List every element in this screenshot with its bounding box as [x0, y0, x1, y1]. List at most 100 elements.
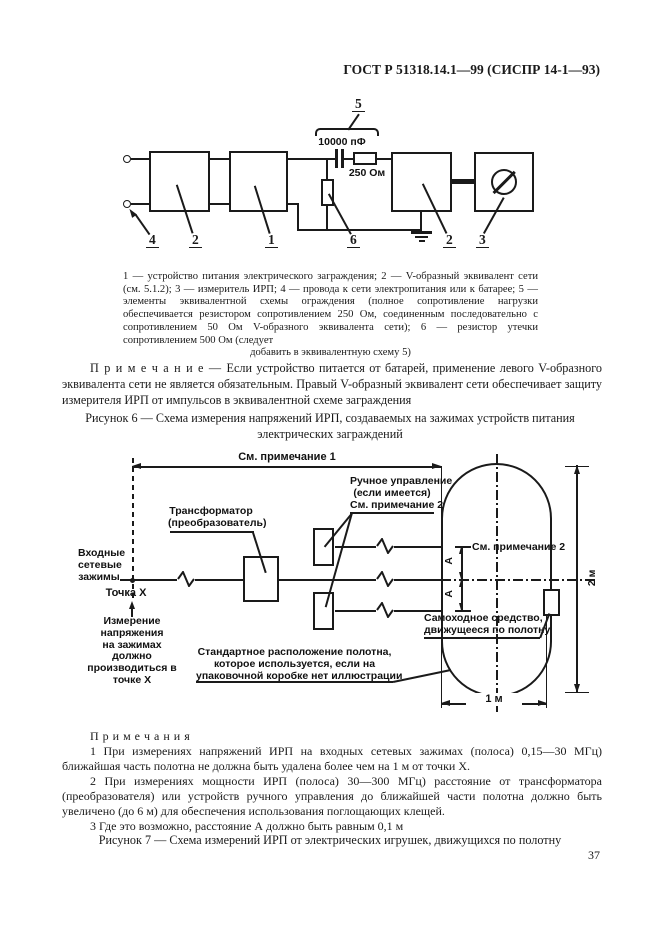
page-number: 37	[588, 848, 600, 862]
leader-line	[135, 214, 151, 235]
capacitor-value-label: 10000 пФ	[318, 136, 366, 148]
arrowhead-icon	[432, 462, 441, 469]
point-x-dot	[129, 577, 135, 583]
dim-2m-label: 2 м	[586, 569, 599, 587]
wire	[131, 203, 149, 205]
callout-1: 1	[265, 232, 278, 249]
wire	[377, 158, 391, 160]
legend-text: 1 — устройство питания электрического за…	[123, 271, 538, 346]
wire	[131, 158, 149, 160]
wire-break-icon	[376, 536, 394, 556]
vehicle-box	[543, 589, 560, 616]
measurement-point-label: Измерение напряжения на зажимах должно п…	[87, 615, 177, 686]
wire	[210, 203, 229, 205]
capacitor-icon	[335, 149, 338, 168]
see-note-2-label: См. примечание 2	[472, 541, 566, 553]
arrowhead-icon	[132, 462, 141, 469]
figure7-caption: Рисунок 7 — Схема измерений ИРП от элект…	[98, 833, 562, 847]
mains-wire	[120, 579, 441, 581]
note-item: 1 При измерениях напряжений ИРП на входн…	[62, 744, 602, 773]
dim-1m-label: 1 м	[466, 693, 522, 706]
wire	[288, 203, 298, 205]
arrowhead-icon	[126, 207, 137, 218]
wire-break-icon	[177, 569, 195, 589]
input-terminals-label: Входные сетевые зажимы	[78, 547, 126, 583]
note-item: 2 При измерениях мощности ИРП (полоса) 3…	[62, 774, 602, 818]
transformer-box	[243, 556, 279, 602]
callout-4: 4	[146, 232, 159, 249]
vehicle-label: Самоходное средство, движущееся по полот…	[424, 612, 551, 636]
callout-6: 6	[347, 232, 360, 249]
callout-2-left: 2	[189, 232, 202, 249]
wire	[288, 158, 335, 160]
centerline-vertical	[496, 454, 498, 712]
arrowhead-icon	[538, 699, 547, 706]
manual-control-label: Ручное управление (если имеется) См. при…	[350, 475, 453, 511]
resistor-icon	[353, 152, 377, 165]
terminal-icon	[123, 155, 131, 163]
arrowhead-icon	[573, 684, 580, 693]
label-underline	[170, 531, 254, 533]
wire-break-icon	[376, 569, 394, 589]
fence-power-unit-box	[229, 151, 288, 212]
dimension-line	[461, 547, 463, 611]
arrowhead-icon	[459, 572, 463, 579]
dimension-line	[576, 465, 578, 693]
see-note-1-label: См. примечание 1	[238, 451, 336, 463]
label-underline	[350, 512, 434, 514]
callout-3: 3	[476, 232, 489, 249]
note-label: П р и м е ч а н и е —	[90, 361, 227, 375]
wire	[326, 159, 328, 179]
mains-equivalent-right-box	[391, 152, 452, 212]
legend-last-line: добавить в эквивалентную схему 5)	[250, 347, 411, 359]
dimension-line	[132, 466, 441, 468]
arrowhead-icon	[459, 547, 463, 554]
arrowhead-icon	[459, 580, 463, 587]
label-underline	[424, 637, 540, 639]
manual-control-upper-box	[313, 528, 334, 566]
wire	[420, 212, 422, 231]
wire-break-icon	[376, 600, 394, 620]
callout-2-right: 2	[443, 232, 456, 249]
track-arrangement-label: Стандартное расположение полотна, которо…	[196, 646, 403, 682]
figure6-legend: 1 — устройство питания электрического за…	[123, 271, 538, 360]
tick	[455, 610, 471, 612]
notes-heading: П р и м е ч а н и я	[90, 729, 191, 743]
reference-dashed-line	[132, 458, 134, 598]
ground-icon	[419, 240, 425, 242]
figure6-caption: Рисунок 6 — Схема измерения напряжений И…	[85, 411, 575, 442]
meter-icon	[491, 169, 517, 195]
note-item: 3 Где это возможно, расстояние А должно …	[90, 819, 404, 833]
transformer-label: Трансформатор (преобразователь)	[168, 505, 267, 529]
dim-a-lower-label: А	[443, 590, 456, 598]
pointer-line	[131, 604, 133, 617]
note-text: Если устройство питается от батарей, при…	[62, 361, 602, 407]
wire	[297, 203, 299, 231]
arrowhead-icon	[129, 601, 135, 609]
figure6-note: П р и м е ч а н и е — Если устройство пи…	[62, 361, 602, 409]
wire	[452, 179, 474, 184]
figure6-diagram: 10000 пФ 250 Ом 5 4 2 1 6 2 3	[0, 0, 661, 260]
wire	[344, 158, 353, 160]
terminal-icon	[123, 200, 131, 208]
arrowhead-icon	[573, 465, 580, 474]
arrowhead-icon	[441, 699, 450, 706]
ground-icon	[411, 231, 432, 234]
wire	[297, 229, 422, 231]
manual-control-lower-box	[313, 592, 334, 630]
centerline-horizontal	[441, 579, 595, 581]
dim-a-upper-label: А	[443, 557, 456, 565]
figure7-diagram: См. примечание 1 Трансформатор (преобраз…	[0, 445, 661, 725]
resistor-value-label: 250 Ом	[348, 167, 386, 179]
figure7-notes: П р и м е ч а н и я 1 При измерениях нап…	[62, 729, 602, 834]
ground-icon	[415, 236, 428, 238]
label-underline	[196, 681, 393, 683]
bracket-icon	[315, 128, 379, 136]
mains-equivalent-left-box	[149, 151, 210, 212]
tick	[455, 546, 471, 548]
point-x-label: Точка X	[105, 587, 147, 599]
page-header: ГОСТ Р 51318.14.1—99 (СИСПР 14-1—93)	[343, 62, 600, 77]
wire	[210, 158, 229, 160]
callout-5: 5	[352, 96, 365, 113]
